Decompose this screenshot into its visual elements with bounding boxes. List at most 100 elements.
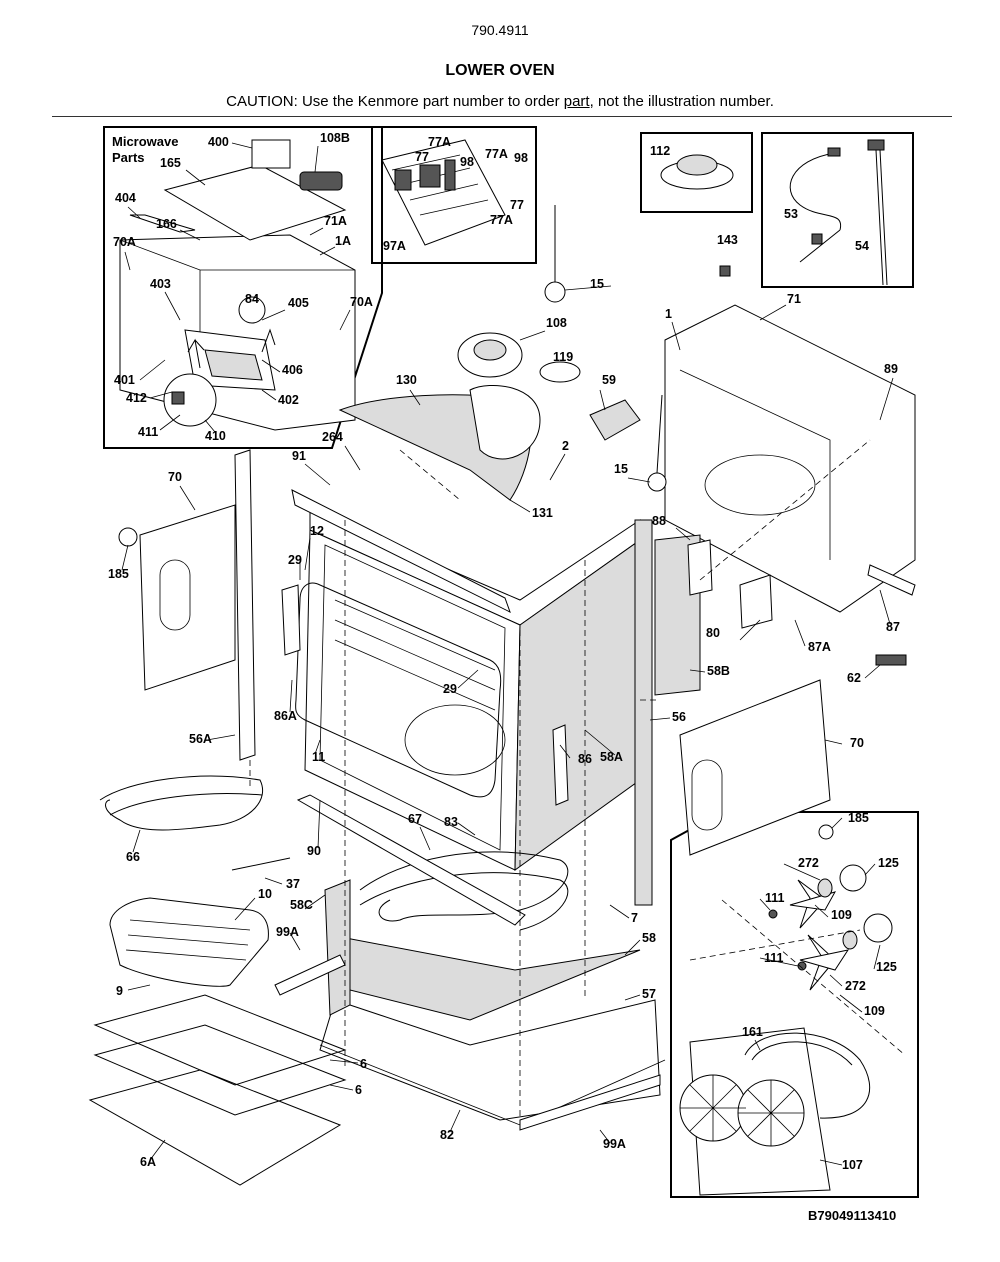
callout-77A-1: 77A xyxy=(428,135,451,149)
callout-405: 405 xyxy=(288,296,309,310)
callout-272-1: 272 xyxy=(798,856,819,870)
callout-88: 88 xyxy=(652,514,666,528)
callout-87: 87 xyxy=(886,620,900,634)
callout-58C: 58C xyxy=(290,898,313,912)
callout-77-2: 77 xyxy=(510,198,524,212)
callout-29-bottom: 29 xyxy=(443,682,457,696)
thermostat-112-inset xyxy=(640,132,753,213)
callout-12: 12 xyxy=(310,524,324,538)
callout-77A-2: 77A xyxy=(485,147,508,161)
caution-text-start: CAUTION: Use the Kenmore part number to … xyxy=(226,93,564,110)
callout-400: 400 xyxy=(208,135,229,149)
callout-99A-right: 99A xyxy=(603,1137,626,1151)
callout-406: 406 xyxy=(282,363,303,377)
callout-97A: 97A xyxy=(383,239,406,253)
callout-10: 10 xyxy=(258,887,272,901)
callout-99A-left: 99A xyxy=(276,925,299,939)
callout-108: 108 xyxy=(546,316,567,330)
microwave-parts-inset xyxy=(103,126,383,449)
callout-70A-left: 70A xyxy=(113,235,136,249)
callout-272-2: 272 xyxy=(845,979,866,993)
callout-83: 83 xyxy=(444,815,458,829)
oven-cavity-assembly xyxy=(88,205,916,1186)
callout-107: 107 xyxy=(842,1158,863,1172)
control-board-inset xyxy=(371,126,537,264)
callout-185-left: 185 xyxy=(108,567,129,581)
callout-82: 82 xyxy=(440,1128,454,1142)
callout-143: 143 xyxy=(717,233,738,247)
callout-112: 112 xyxy=(650,144,670,158)
callout-108B: 108B xyxy=(320,131,350,145)
callout-412: 412 xyxy=(126,391,147,405)
callout-98-2: 98 xyxy=(514,151,528,165)
callout-130: 130 xyxy=(396,373,417,387)
callout-29-top: 29 xyxy=(288,553,302,567)
callout-98-1: 98 xyxy=(460,155,474,169)
callout-58A: 58A xyxy=(600,750,623,764)
callout-403: 403 xyxy=(150,277,171,291)
header-divider xyxy=(52,116,952,117)
callout-11: 11 xyxy=(312,750,325,764)
callout-109-1: 109 xyxy=(831,908,852,922)
callout-1A: 1A xyxy=(335,234,351,248)
callout-111-2: 111 xyxy=(764,951,784,965)
callout-58B: 58B xyxy=(707,664,730,678)
callout-71A: 71A xyxy=(324,214,347,228)
callout-15-mid: 15 xyxy=(614,462,628,476)
callout-71: 71 xyxy=(787,292,801,306)
callout-401: 401 xyxy=(114,373,135,387)
callout-86A: 86A xyxy=(274,709,297,723)
caution-note: CAUTION: Use the Kenmore part number to … xyxy=(0,93,1000,110)
microwave-parts-label: Microwave Parts xyxy=(112,134,179,165)
callout-53: 53 xyxy=(784,207,798,221)
callout-185-right: 185 xyxy=(848,811,869,825)
callout-131: 131 xyxy=(532,506,553,520)
callout-166: 166 xyxy=(156,217,177,231)
caution-text-end: , not the illustration number. xyxy=(589,93,774,110)
callout-67: 67 xyxy=(408,812,422,826)
callout-77A-3: 77A xyxy=(490,213,513,227)
callout-404: 404 xyxy=(115,191,136,205)
callout-125-1: 125 xyxy=(878,856,899,870)
callout-58: 58 xyxy=(642,931,656,945)
callout-labels: 400 108B 165 404 166 71A 1A 70A 403 84 4… xyxy=(108,131,900,1172)
probe-sensor-inset xyxy=(761,132,914,288)
callout-109-2: 109 xyxy=(864,1004,885,1018)
callout-86: 86 xyxy=(578,752,592,766)
callout-80: 80 xyxy=(706,626,720,640)
callout-66: 66 xyxy=(126,850,140,864)
callout-77-1: 77 xyxy=(415,150,429,164)
callout-165: 165 xyxy=(160,156,181,170)
callout-70-left: 70 xyxy=(168,470,182,484)
callout-59: 59 xyxy=(602,373,616,387)
callout-111-1: 111 xyxy=(765,891,785,905)
callout-57: 57 xyxy=(642,987,656,1001)
callout-90: 90 xyxy=(307,844,321,858)
callout-70-right: 70 xyxy=(850,736,864,750)
callout-56: 56 xyxy=(672,710,686,724)
callout-6A: 6A xyxy=(140,1155,156,1169)
callout-6-2: 6 xyxy=(355,1083,362,1097)
callout-6-1: 6 xyxy=(360,1057,367,1071)
part-link[interactable]: part xyxy=(563,93,590,110)
callout-410: 410 xyxy=(205,429,226,443)
callout-15-top: 15 xyxy=(590,277,604,291)
callout-62: 62 xyxy=(847,671,861,685)
page-title: LOWER OVEN xyxy=(445,62,555,79)
callout-54: 54 xyxy=(855,239,869,253)
callout-7: 7 xyxy=(631,911,638,925)
callout-37: 37 xyxy=(286,877,300,891)
callout-161: 161 xyxy=(742,1025,763,1039)
diagram-id: B79049113410 xyxy=(808,1208,897,1223)
model-number: 790.4911 xyxy=(471,22,529,38)
callout-2: 2 xyxy=(562,439,569,453)
callout-84: 84 xyxy=(245,292,259,306)
callout-119: 119 xyxy=(553,350,573,364)
callout-411: 411 xyxy=(138,425,158,439)
callout-89: 89 xyxy=(884,362,898,376)
callout-87A: 87A xyxy=(808,640,831,654)
callout-125-2: 125 xyxy=(876,960,897,974)
leader-lines xyxy=(121,142,894,1166)
convection-fan-inset xyxy=(670,811,919,1198)
